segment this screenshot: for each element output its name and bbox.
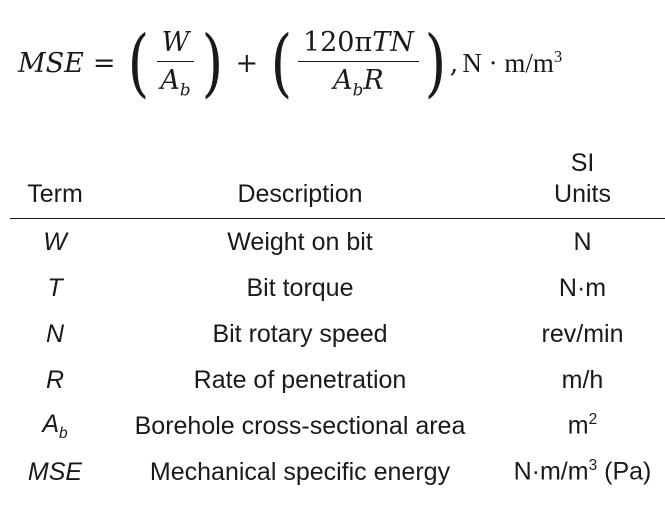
fraction-denominator: Ab bbox=[160, 64, 191, 100]
term-cell: T bbox=[47, 273, 63, 302]
description-cell: Rate of penetration bbox=[193, 365, 407, 394]
term-cell: Ab bbox=[42, 409, 68, 442]
left-paren: ( bbox=[128, 20, 150, 106]
term-cell: R bbox=[45, 365, 65, 394]
fraction-numerator: 120πTN bbox=[297, 27, 419, 62]
table-row: MSE Mechanical specific energy N·m/m3 (P… bbox=[10, 449, 665, 495]
description-cell: Weight on bit bbox=[227, 227, 373, 256]
table-row: T Bit torque N·m bbox=[10, 265, 665, 311]
right-paren: ) bbox=[424, 20, 447, 106]
term-cell: MSE bbox=[27, 457, 83, 486]
fraction-denominator: AbR bbox=[333, 64, 384, 100]
table-row: N Bit rotary speed rev/min bbox=[10, 311, 665, 357]
table-row: R Rate of penetration m/h bbox=[10, 357, 665, 403]
equation-units: N · m/m3 bbox=[462, 47, 563, 78]
table-row: Ab Borehole cross-sectional area m2 bbox=[10, 403, 665, 449]
header-description: Description bbox=[237, 180, 363, 208]
plus-sign: + bbox=[235, 47, 259, 79]
equals-sign: = bbox=[92, 47, 116, 79]
fraction-numerator: W bbox=[156, 27, 195, 62]
left-paren: ( bbox=[270, 20, 293, 106]
header-term: Term bbox=[27, 180, 83, 208]
term-cell: N bbox=[45, 319, 65, 348]
description-cell: Bit torque bbox=[246, 273, 354, 302]
fraction-torque-term: 120πTN AbR bbox=[297, 27, 419, 100]
units-cell: rev/min bbox=[541, 319, 624, 348]
units-cell: m/h bbox=[561, 365, 604, 394]
description-cell: Mechanical specific energy bbox=[149, 457, 451, 486]
right-paren: ) bbox=[201, 20, 223, 106]
description-cell: Borehole cross-sectional area bbox=[134, 411, 466, 440]
mse-equation: MSE = ( W Ab ) + ( 120πTN AbR ) , N · m/… bbox=[18, 8, 562, 118]
equation-comma: , bbox=[449, 47, 459, 79]
description-cell: Bit rotary speed bbox=[212, 319, 388, 348]
units-cell: N bbox=[573, 227, 592, 256]
term-cell: W bbox=[43, 227, 67, 256]
units-cell: N·m/m3 (Pa) bbox=[513, 457, 652, 486]
equation-lhs: MSE bbox=[18, 47, 84, 79]
units-cell: m2 bbox=[567, 411, 598, 440]
table-row: W Weight on bit N bbox=[10, 219, 665, 266]
fraction-weight-over-area: W Ab bbox=[155, 27, 195, 99]
units-cell: N·m bbox=[558, 273, 607, 302]
